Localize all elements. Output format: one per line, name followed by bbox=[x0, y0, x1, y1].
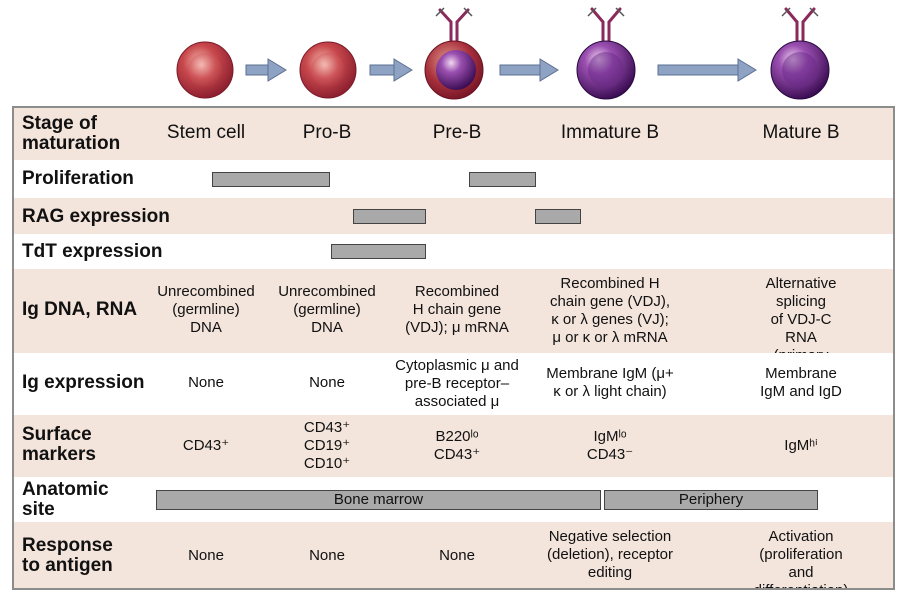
periphery-bar: Periphery bbox=[604, 490, 818, 510]
row-label-ig-expression: Ig expression bbox=[22, 372, 145, 393]
response-stem-cell: None bbox=[188, 547, 224, 564]
stage-pre-b: Pre-B bbox=[432, 122, 482, 143]
row-label-response: Response to antigen bbox=[22, 536, 113, 576]
immature-b-cell-icon bbox=[576, 7, 636, 100]
bone-marrow-label: Bone marrow bbox=[333, 491, 424, 508]
response-mature-b: Activation (proliferation and differenti… bbox=[754, 528, 849, 588]
stage-mature-b: Mature B bbox=[762, 122, 840, 143]
label-line: markers bbox=[22, 444, 96, 465]
right-arrow-icon bbox=[657, 58, 757, 82]
row-tdt: TdT expression bbox=[14, 234, 893, 269]
right-arrow-icon bbox=[499, 58, 559, 82]
tdt-bar bbox=[331, 244, 426, 259]
maturation-table: Stage of maturation Stem cell Pro-B Pre-… bbox=[12, 106, 895, 590]
row-proliferation: Proliferation bbox=[14, 160, 893, 198]
label-line: site bbox=[22, 499, 55, 520]
pro-b-cell-icon bbox=[299, 41, 357, 99]
surface-pro-b: CD43⁺ CD19⁺ CD10⁺ bbox=[303, 419, 351, 472]
ig-dna-pre-b: Recombined H chain gene (VDJ); μ mRNA bbox=[405, 283, 509, 336]
right-arrow-icon bbox=[369, 58, 413, 82]
row-label-stage: Stage of maturation bbox=[22, 114, 120, 154]
ig-expr-stem-cell: None bbox=[188, 374, 224, 391]
label-line: Anatomic bbox=[22, 479, 109, 500]
label-line: to antigen bbox=[22, 555, 113, 576]
row-response-to-antigen: Response to antigen None None None Negat… bbox=[14, 522, 893, 588]
response-immature-b: Negative selection (deletion), receptor … bbox=[547, 528, 673, 581]
row-label-rag: RAG expression bbox=[22, 206, 170, 227]
mature-b-cell-icon bbox=[770, 7, 830, 100]
rag-bar-2 bbox=[535, 209, 581, 224]
row-surface-markers: Surface markers CD43⁺ CD43⁺ CD19⁺ CD10⁺ … bbox=[14, 415, 893, 477]
row-anatomic-site: Anatomic site Bone marrow Periphery bbox=[14, 477, 893, 522]
label-line: maturation bbox=[22, 133, 121, 154]
periphery-label: Periphery bbox=[678, 491, 744, 508]
ig-expr-mature-b: Membrane IgM and IgD bbox=[760, 365, 842, 400]
row-label-surface-markers: Surface markers bbox=[22, 425, 96, 465]
ig-expr-immature-b: Membrane IgM (μ+ κ or λ light chain) bbox=[546, 365, 674, 400]
response-pre-b: None bbox=[439, 547, 475, 564]
stage-pro-b: Pro-B bbox=[302, 122, 352, 143]
row-label-anatomic-site: Anatomic site bbox=[22, 480, 109, 520]
stage-immature-b: Immature B bbox=[560, 122, 660, 143]
surface-mature-b: IgMʰⁱ bbox=[784, 437, 818, 454]
ig-dna-immature-b: Recombined H chain gene (VDJ), κ or λ ge… bbox=[549, 275, 671, 346]
row-label-proliferation: Proliferation bbox=[22, 168, 134, 189]
proliferation-bar-2 bbox=[469, 172, 536, 187]
rag-bar-1 bbox=[353, 209, 426, 224]
row-ig-expression: Ig expression None None Cytoplasmic μ an… bbox=[14, 353, 893, 415]
row-label-tdt: TdT expression bbox=[22, 241, 163, 262]
surface-pre-b: B220ˡᵒ CD43⁺ bbox=[433, 428, 481, 463]
surface-immature-b: IgMˡᵒ CD43⁻ bbox=[586, 428, 634, 463]
ig-dna-stem-cell: Unrecombined (germline) DNA bbox=[157, 283, 255, 336]
proliferation-bar-1 bbox=[212, 172, 330, 187]
label-line: Surface bbox=[22, 424, 92, 445]
ig-expr-pre-b: Cytoplasmic μ and pre-B receptor– associ… bbox=[395, 357, 519, 410]
row-stage: Stage of maturation Stem cell Pro-B Pre-… bbox=[14, 108, 893, 160]
ig-expr-pro-b: None bbox=[309, 374, 345, 391]
maturation-illustration bbox=[176, 7, 830, 100]
label-line: Response bbox=[22, 535, 113, 556]
pre-b-cell-icon bbox=[424, 7, 484, 100]
label-line: Stage of bbox=[22, 113, 97, 134]
right-arrow-icon bbox=[245, 58, 287, 82]
stage-stem-cell: Stem cell bbox=[166, 122, 246, 143]
surface-stem-cell: CD43⁺ bbox=[182, 437, 230, 454]
ig-dna-pro-b: Unrecombined (germline) DNA bbox=[278, 283, 376, 336]
stem-cell-icon bbox=[176, 41, 234, 99]
row-ig-dna: Ig DNA, RNA Unrecombined (germline) DNA … bbox=[14, 269, 893, 418]
row-label-ig-dna: Ig DNA, RNA bbox=[22, 299, 138, 320]
response-pro-b: None bbox=[309, 547, 345, 564]
bone-marrow-bar: Bone marrow bbox=[156, 490, 601, 510]
row-rag: RAG expression bbox=[14, 198, 893, 234]
